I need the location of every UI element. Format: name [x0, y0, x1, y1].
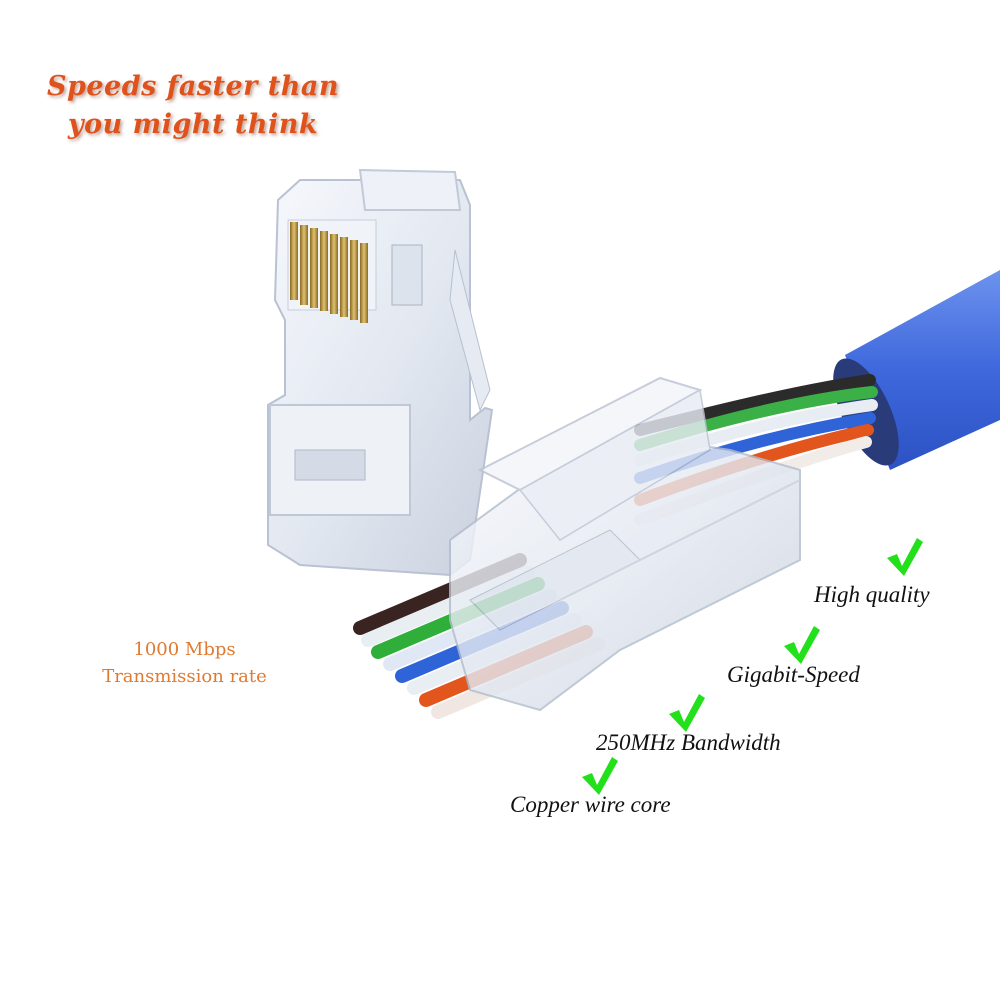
rate-value: 1000 Mbps — [133, 639, 236, 660]
headline-line-1: Speeds faster than — [46, 71, 340, 102]
crimped-connector — [449, 376, 801, 712]
transmission-rate-note: 1000 Mbps Transmission rate — [82, 636, 287, 690]
feature-250mhz-bandwidth: 250MHz Bandwidth — [596, 730, 781, 755]
feature-gigabit-speed: Gigabit-Speed — [727, 662, 860, 687]
standing-connector — [267, 168, 494, 577]
headline-line-2: you might think — [67, 109, 319, 140]
green-check-icon — [669, 694, 705, 732]
feature-copper-wire-core: Copper wire core — [510, 792, 671, 817]
headline: Speeds faster than you might think — [38, 68, 348, 144]
green-check-icon — [582, 757, 618, 795]
green-check-icon — [887, 538, 923, 576]
feature-high-quality: High quality — [814, 582, 930, 607]
green-check-icon — [784, 626, 820, 664]
rate-label: Transmission rate — [102, 666, 267, 687]
